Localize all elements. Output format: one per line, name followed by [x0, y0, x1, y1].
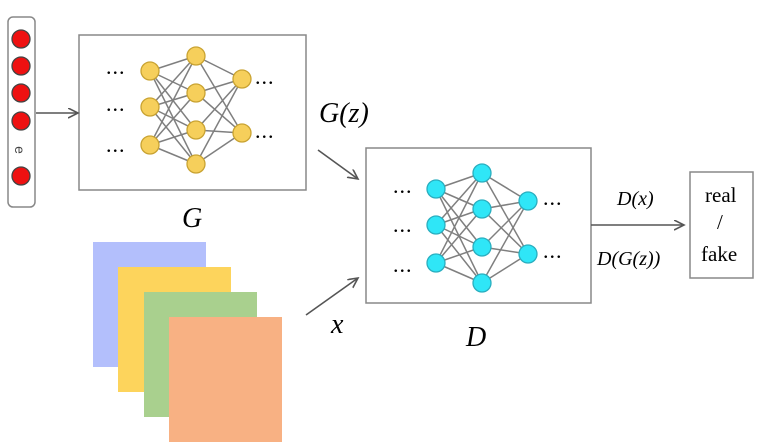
gen-edge	[195, 78, 243, 131]
discriminator-real-output-label: D(x)	[617, 188, 654, 210]
noise-node-4	[11, 111, 31, 131]
gen-edge	[195, 92, 243, 134]
generator-to-discriminator-arrow	[317, 149, 358, 179]
generator-label: G	[182, 203, 203, 234]
gen-edge	[149, 55, 197, 108]
noise-node-2	[11, 56, 31, 76]
gen-edge	[195, 55, 243, 134]
noise-nodes	[11, 29, 31, 186]
gen-node-2-3	[186, 120, 206, 140]
disc-node-2-3	[472, 237, 492, 257]
disc-node-2-4	[472, 273, 492, 293]
disc-edge	[481, 172, 529, 255]
disc-node-1-2	[426, 215, 446, 235]
gen-output-ellipsis-2: ...	[255, 118, 275, 143]
gen-edge	[195, 78, 243, 165]
disc-edge	[481, 200, 529, 248]
discriminator-fake-output-label: D(G(z))	[597, 248, 661, 270]
gen-edge	[149, 70, 197, 165]
gen-node-2-2	[186, 83, 206, 103]
generator-output-label: G(z)	[319, 98, 369, 129]
discriminator-network	[426, 163, 538, 293]
disc-node-1-1	[426, 179, 446, 199]
output-real-text: real	[705, 183, 737, 207]
data-to-discriminator-arrow	[305, 278, 358, 316]
gen-edge	[149, 92, 197, 146]
disc-edge	[435, 208, 483, 264]
gen-node-2-4	[186, 154, 206, 174]
data-label: x	[331, 309, 344, 340]
discriminator-label: D	[466, 322, 487, 353]
disc-node-2-2	[472, 199, 492, 219]
disc-input-ellipsis-2: ...	[393, 212, 413, 237]
generator-network	[140, 46, 252, 174]
disc-node-1-3	[426, 253, 446, 273]
gen-node-1-1	[140, 61, 160, 81]
disc-input-ellipsis-3: ...	[393, 252, 413, 277]
disc-output-ellipsis-1: ...	[543, 185, 563, 210]
disc-edge	[481, 200, 529, 284]
disc-edge	[435, 224, 483, 284]
gen-node-1-3	[140, 135, 160, 155]
gen-node-2-1	[186, 46, 206, 66]
noise-ellipsis-glyph: e	[11, 146, 28, 154]
disc-edge	[481, 208, 529, 255]
noise-node-3	[11, 83, 31, 103]
gen-node-3-1	[232, 69, 252, 89]
disc-output-ellipsis-2: ...	[543, 238, 563, 263]
disc-node-2-1	[472, 163, 492, 183]
output-fake-text: fake	[701, 242, 738, 266]
gen-input-ellipsis-1: ...	[106, 54, 126, 79]
noise-node-1	[11, 29, 31, 49]
disc-input-ellipsis-1: ...	[393, 173, 413, 198]
disc-edge	[435, 172, 483, 264]
gen-input-ellipsis-3: ...	[106, 132, 126, 157]
image-orange	[169, 317, 282, 442]
disc-node-3-1	[518, 191, 538, 211]
gen-node-3-2	[232, 123, 252, 143]
gen-edge	[149, 55, 197, 146]
disc-edge	[435, 172, 483, 226]
gen-node-1-2	[140, 97, 160, 117]
gen-edge	[149, 106, 197, 165]
gen-input-ellipsis-2: ...	[106, 91, 126, 116]
disc-node-3-2	[518, 244, 538, 264]
output-slash-text: /	[717, 210, 723, 234]
output-box	[689, 171, 754, 279]
gen-output-ellipsis-1: ...	[255, 64, 275, 89]
noise-node-5	[11, 166, 31, 186]
